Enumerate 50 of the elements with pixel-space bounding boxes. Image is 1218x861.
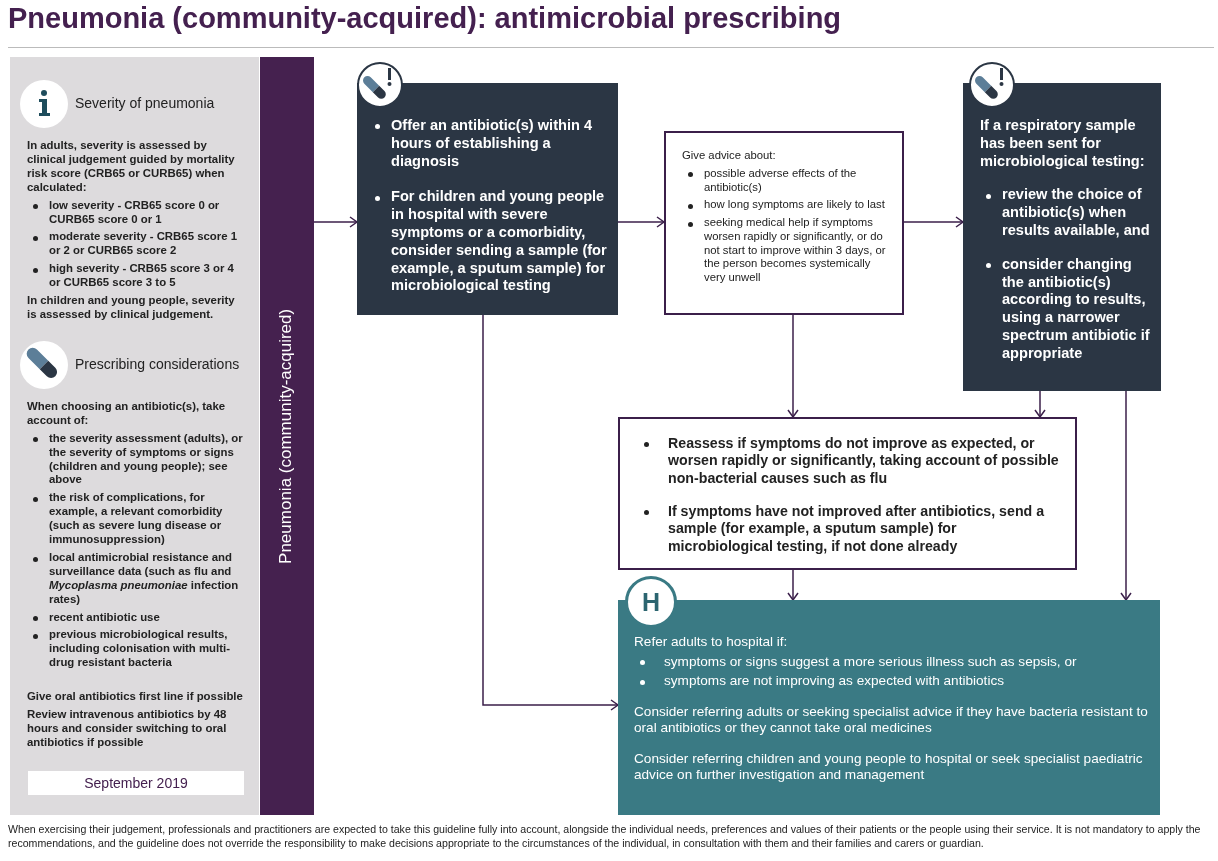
bullet-item: local antimicrobial resistance and surveillance data (such as flu and Mycoplasma pneumoniae infection rates) bbox=[27, 550, 247, 607]
bullet-item: Offer an antibiotic(s) within 4 hours of establishing a diagnosis bbox=[369, 117, 608, 171]
title: Pneumonia (community-acquired): antimicrobial prescribing bbox=[8, 2, 842, 35]
arrow bbox=[1034, 390, 1046, 418]
bullet-item: consider changing the antibiotic(s) according to results, using a narrower spectrum antibiotic if appropriate bbox=[980, 255, 1153, 363]
arrow bbox=[1120, 390, 1132, 601]
sidebar-panel bbox=[10, 57, 259, 815]
date-label: September 2019 bbox=[28, 771, 244, 795]
paragraph: Consider referring adults or seeking specialist advice if they have bacteria resistant to oral antibiotics or they cannot take oral medicines bbox=[634, 703, 1149, 737]
hospital-badge: H bbox=[625, 576, 677, 628]
advice-box bbox=[664, 131, 904, 315]
bullet-item: moderate severity - CRB65 score 1 or 2 or CURB65 score 2 bbox=[27, 230, 247, 259]
bullet-item: symptoms are not improving as expected with antibiotics bbox=[634, 673, 1150, 690]
arrow bbox=[787, 314, 799, 418]
bullet-item: recent antibiotic use bbox=[27, 610, 247, 625]
paragraph: Consider referring children and young people to hospital or seek specialist paediatric advice on further investigation and management bbox=[634, 750, 1144, 785]
bullet-item: previous microbiological results, including colonisation with multi-drug resistant bacteria bbox=[27, 628, 247, 671]
bullet-item: low severity - CRB65 score 0 or CURB65 score 0 or 1 bbox=[27, 198, 247, 227]
paragraph: When choosing an antibiotic(s), take account of: bbox=[27, 399, 227, 428]
bullet-item: the severity assessment (adults), or the severity of symptoms or signs (children and young people); see above bbox=[27, 431, 247, 488]
bullet-item: Reassess if symptoms do not improve as expected, or worsen rapidly or significantly, taking account of possible non-bacterial causes such as flu bbox=[638, 435, 1065, 487]
bullet-item: possible adverse effects of the antibiotic(s) bbox=[682, 166, 894, 195]
arrow bbox=[903, 216, 964, 228]
paragraph: Refer adults to hospital if: bbox=[634, 634, 789, 651]
bullet-item: For children and young people in hospital with severe symptoms or a comorbidity, consider sending a sample (for example, a sputum sample) for microbiological testing bbox=[369, 188, 608, 296]
bullet-item: review the choice of antibiotic(s) when results available, and bbox=[980, 186, 1153, 240]
action-box bbox=[963, 83, 1161, 391]
paragraph: In adults, severity is assessed by clinical judgement guided by mortality risk score (CRB65 or CURB65) when calculated: bbox=[27, 139, 236, 195]
bullet-item: the risk of complications, for example, a relevant comorbidity (such as severe lung disease or immunosuppression) bbox=[27, 491, 247, 547]
bullet-item: seeking medical help if symptoms worsen rapidly or significantly, or do not start to improve within 3 days, or the person becomes systemically very unwell bbox=[682, 216, 894, 286]
footnote: When exercising their judgement, professionals and practitioners are expected to take this guideline fully into account, alongside the individual needs, preferences and values of their patients or the people using their service. It is not mandatory to apply the recommendations, and the guideline does not override the responsibility to make decisions appropriate to the circumstances of the individual, in consultation with them and their families and carers or guardian. bbox=[8, 823, 1202, 851]
bullet-item: If symptoms have not improved after antibiotics, send a sample (for example, a sputum sample) for microbiological testing, if not done already bbox=[638, 502, 1065, 555]
action-box bbox=[357, 83, 618, 315]
paragraph: In children and young people, severity is assessed by clinical judgement. bbox=[27, 294, 236, 322]
band-title: Pneumonia (community-acquired) bbox=[276, 308, 297, 564]
paragraph: Give oral antibiotics first line if possible bbox=[27, 690, 244, 705]
bullet-item: how long symptoms are likely to last bbox=[682, 198, 894, 213]
paragraph: If a respiratory sample has been sent for microbiological testing: bbox=[980, 117, 1146, 171]
paragraph: Review intravenous antibiotics by 48 hours and consider switching to oral antibiotics if possible bbox=[27, 708, 228, 750]
bullet-item: high severity - CRB65 score 3 or 4 or CURB65 score 3 to 5 bbox=[27, 262, 247, 291]
title-band bbox=[260, 57, 314, 815]
arrow bbox=[787, 569, 799, 601]
bullet-item: symptoms or signs suggest a more serious illness such as sepsis, or bbox=[634, 653, 1150, 671]
arrow bbox=[482, 314, 619, 711]
arrow bbox=[313, 216, 358, 228]
arrow bbox=[617, 216, 665, 228]
section-heading: Prescribing considerations bbox=[75, 356, 240, 374]
reassess-box bbox=[618, 417, 1077, 570]
section-heading: Severity of pneumonia bbox=[75, 95, 215, 113]
paragraph: Give advice about: bbox=[682, 149, 777, 163]
